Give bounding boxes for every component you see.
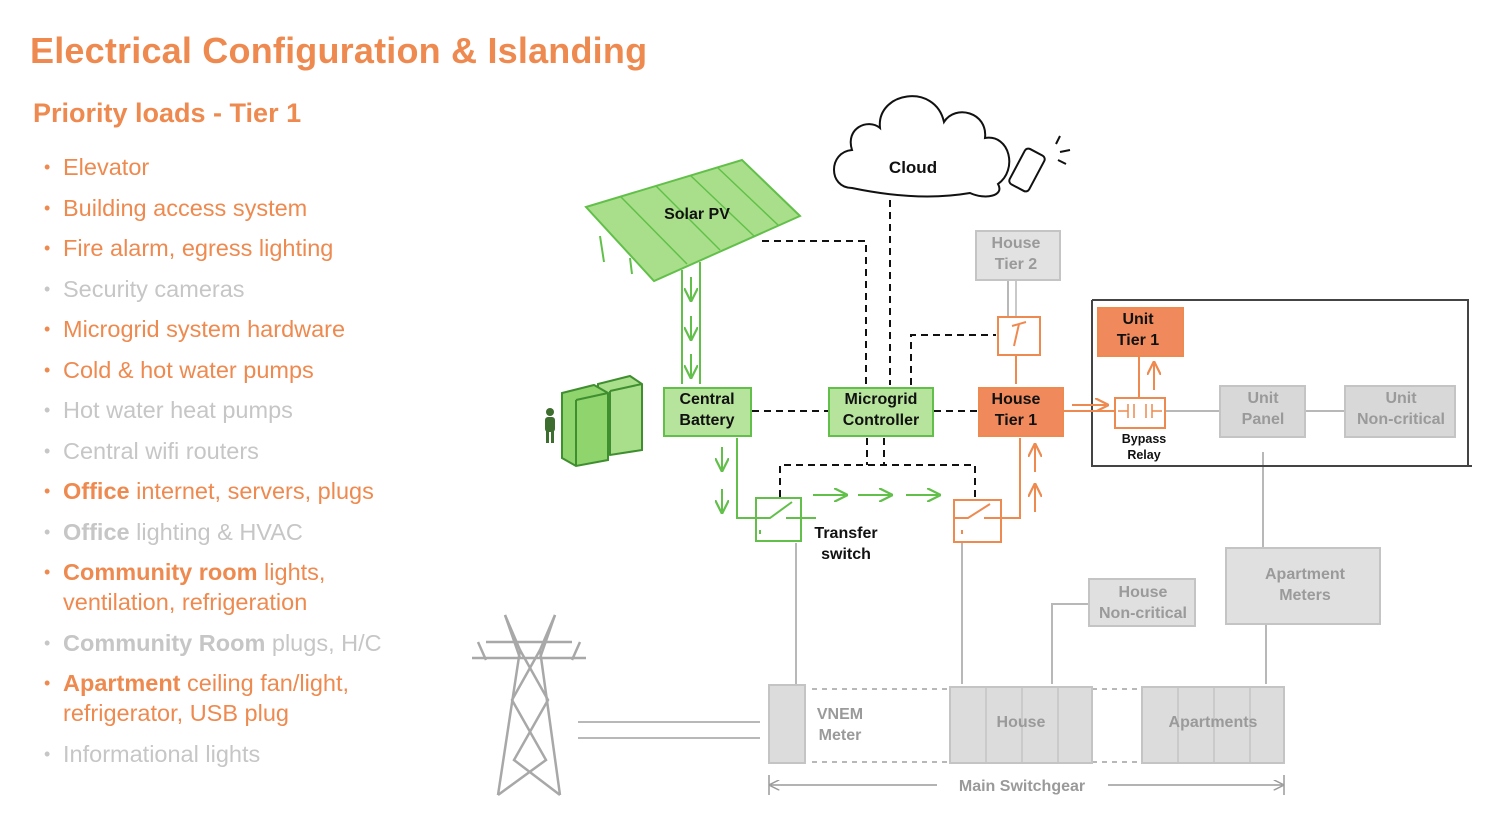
solar-pv-panel: Solar PV [584,158,802,283]
load-item-text-line2: refrigerator, USB plug [63,700,289,726]
apartments-switchgear-cabinet: Apartments [1141,686,1285,764]
house-noncritical-box: House Non-critical [1088,578,1196,627]
svg-text:Transfer: Transfer [814,525,877,542]
solar-flow-arrows [691,277,938,511]
apartment-meters-box: Apartment Meters [1225,547,1381,625]
house-switchgear-cabinet: House [949,686,1093,764]
svg-text:Non-critical: Non-critical [1099,605,1187,622]
load-item: Building access system [44,193,382,223]
svg-text:Bypass: Bypass [1122,432,1167,446]
svg-text:House: House [997,714,1046,731]
load-item-text: Hot water heat pumps [63,397,293,423]
load-item-text: Building access system [63,194,308,221]
svg-text:Controller: Controller [843,412,919,429]
svg-text:Tier 1: Tier 1 [995,412,1038,429]
svg-text:House: House [992,391,1041,408]
solar-battery-power-lines [681,262,816,519]
unit-noncritical-box: Unit Non-critical [1344,385,1456,438]
bypass-relay: Bypass Relay [1114,397,1167,462]
load-item: Informational lights [44,739,382,769]
svg-text:Apartment: Apartment [1265,566,1346,583]
svg-text:Relay: Relay [1127,448,1160,462]
load-item-text: Security cameras [63,275,245,302]
cloud-icon: Cloud [833,95,1011,198]
svg-text:Microgrid: Microgrid [845,391,918,408]
load-item: Office lighting & HVAC [44,517,382,547]
load-item: Office internet, servers, plugs [44,476,382,506]
svg-text:Meters: Meters [1279,587,1331,604]
svg-text:Unit: Unit [1385,390,1417,407]
priority-loads-list: ElevatorBuilding access systemFire alarm… [44,152,382,779]
vnem-meter-cabinet: VNEM Meter [768,684,863,764]
load-item-text: Elevator [63,154,150,180]
control-lines [752,200,996,500]
person-icon [545,408,555,443]
smartphone-icon [1008,135,1071,193]
slide-subtitle: Priority loads - Tier 1 [33,98,302,128]
load-item: Hot water heat pumps [44,395,382,425]
main-switchgear-dimension: Main Switchgear [768,775,1285,795]
load-item-text: plugs, H/C [265,629,382,656]
unit-panel-box: Unit Panel [1219,385,1306,438]
load-item-text: internet, servers, plugs [129,478,374,504]
svg-text:Tier 2: Tier 2 [995,256,1038,273]
load-item-text: Informational lights [63,740,261,767]
svg-text:switch: switch [821,546,871,563]
microgrid-controller-box: Microgrid Controller [828,387,934,437]
load-item: Apartment ceiling fan/light, refrigerator… [44,668,382,728]
svg-text:Unit: Unit [1247,390,1279,407]
svg-text:Meter: Meter [819,727,862,744]
transfer-switch-label: Transfer switch [814,525,877,563]
central-battery-box: Central Battery [663,387,752,437]
battery-cabinets-icon [561,374,643,468]
load-item: Fire alarm, egress lighting [44,233,382,263]
load-item-bold: Office [63,478,130,504]
svg-text:House: House [1119,584,1168,601]
load-item-bold: Community Room [63,629,266,656]
svg-text:Central: Central [679,391,734,408]
load-item-text: lighting & HVAC [129,518,303,545]
transmission-tower-icon [472,614,586,797]
load-item-bold: Apartment [63,670,181,696]
load-item-text: lights, [257,559,326,585]
svg-text:Unit: Unit [1122,311,1154,328]
load-item: Central wifi routers [44,436,382,466]
svg-text:Non-critical: Non-critical [1357,411,1445,428]
transfer-switch-green [755,497,802,542]
solar-pv-label: Solar PV [664,206,730,223]
load-item-text-line2: ventilation, refrigeration [63,589,308,615]
svg-text:Battery: Battery [679,412,734,429]
tier1-flow-arrows [1035,364,1154,512]
apartment-unit-enclosure [1091,299,1472,467]
svg-text:Tier 1: Tier 1 [1117,332,1160,349]
load-item-bold: Community room [63,559,258,585]
load-item: Elevator [44,152,382,182]
load-item: Microgrid system hardware [44,314,382,344]
load-item-text: ceiling fan/light, [180,670,350,696]
load-item: Community room lights, ventilation, refri… [44,557,382,617]
svg-text:House: House [992,235,1041,252]
load-item-text: Microgrid system hardware [63,316,346,342]
load-item-bold: Office [63,518,130,545]
slide-title: Electrical Configuration & Islanding [30,30,648,71]
svg-text:Apartments: Apartments [1169,714,1258,731]
svg-text:Main Switchgear: Main Switchgear [959,778,1085,795]
svg-text:Panel: Panel [1242,411,1285,428]
load-item: Cold & hot water pumps [44,355,382,385]
load-item: Security cameras [44,274,382,304]
house-tier1-box: House Tier 1 [978,387,1064,437]
transfer-switch-orange [953,499,1002,543]
load-item-text: Fire alarm, egress lighting [63,235,334,261]
house-tier2-breaker [997,316,1041,356]
house-tier2-box: House Tier 2 [975,230,1061,281]
unit-tier1-box: Unit Tier 1 [1097,307,1184,357]
load-item-text: Cold & hot water pumps [63,356,314,383]
cloud-label: Cloud [889,158,937,177]
load-item: Community Room plugs, H/C [44,628,382,658]
svg-text:VNEM: VNEM [817,706,863,723]
load-item-text: Central wifi routers [63,437,259,464]
